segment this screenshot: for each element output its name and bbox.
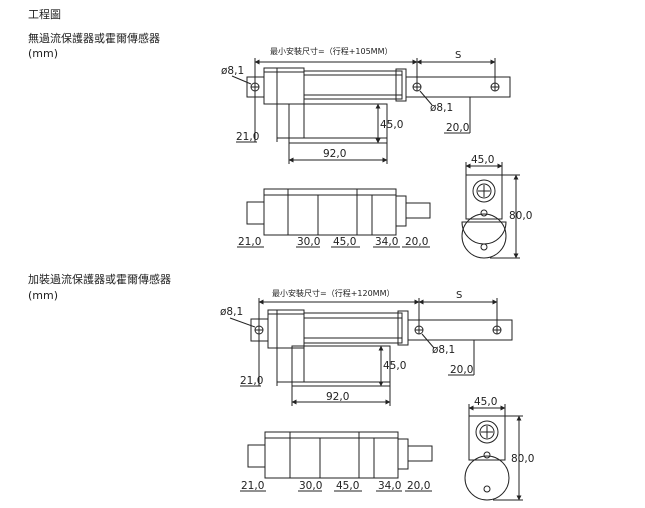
section1-end-80: 80,0 [509, 210, 532, 222]
section2-side-20: 20,0 [407, 480, 430, 492]
side-end-cap [246, 201, 265, 225]
section2-dim-45-height: 45,0 [383, 360, 406, 372]
end-motor-circle [464, 455, 510, 501]
end-square [465, 174, 503, 220]
section1-min-install-label: 最小安裝尺寸=（行程+105MM） [270, 46, 392, 56]
section1-heading: 無過流保護器或霍爾傳感器 [28, 32, 160, 45]
section2-dim-20-rod: 20,0 [450, 364, 473, 376]
page-title: 工程圖 [28, 8, 61, 21]
section1-unit: (mm) [28, 47, 59, 60]
section2-heading: 加裝過流保護器或霍爾傳感器 [28, 273, 171, 286]
section2-hole-right: ø8,1 [432, 344, 455, 356]
inner-rod [405, 76, 511, 98]
section2-dim-92: 92,0 [326, 391, 349, 403]
section2-side-30: 30,0 [299, 480, 322, 492]
section1-side-21: 21,0 [238, 236, 261, 248]
outer-tube [303, 70, 403, 100]
section2-end-80: 80,0 [511, 453, 534, 465]
gearbox-block [291, 345, 391, 387]
gearbox-block [288, 103, 388, 144]
section2-stroke-label: S [456, 290, 462, 301]
section1-end-view [461, 162, 520, 259]
section1-dim-92: 92,0 [323, 148, 346, 160]
section2-side-45: 45,0 [336, 480, 359, 492]
section1-dim-21: 21,0 [236, 131, 259, 143]
section1-dim-20-rod: 20,0 [446, 122, 469, 134]
section1-stroke-label: S [455, 50, 461, 61]
inner-rod [407, 319, 513, 341]
section1-hole-left: ø8,1 [221, 65, 244, 77]
section1-dim-45-height: 45,0 [380, 119, 403, 131]
side-rod [405, 202, 431, 219]
side-body [263, 188, 397, 236]
section2-min-install-label: 最小安裝尺寸=（行程+120MM） [272, 288, 394, 298]
section2-side-21: 21,0 [241, 480, 264, 492]
section1-end-45: 45,0 [471, 154, 494, 166]
motor-housing [263, 67, 305, 105]
section2-hole-left: ø8,1 [220, 306, 243, 318]
section1-side-30: 30,0 [297, 236, 320, 248]
outer-tube [303, 312, 403, 344]
section2-end-45: 45,0 [474, 396, 497, 408]
end-square [468, 415, 506, 461]
section1-side-34: 34,0 [375, 236, 398, 248]
section2-top-view [229, 298, 513, 406]
section1-side-view [237, 188, 431, 248]
section2-unit: (mm) [28, 289, 59, 302]
section1-side-45: 45,0 [333, 236, 356, 248]
end-motor-circle [461, 213, 507, 259]
section1-hole-right: ø8,1 [430, 102, 453, 114]
section2-end-view [464, 404, 523, 501]
side-end-cap [247, 444, 266, 468]
section1-side-20: 20,0 [405, 236, 428, 248]
motor-housing [267, 309, 305, 349]
side-rod [407, 445, 433, 462]
section2-side-view [240, 431, 433, 492]
section2-side-34: 34,0 [378, 480, 401, 492]
section1-top-view [231, 58, 511, 164]
side-body [264, 431, 399, 479]
section2-dim-21: 21,0 [240, 375, 263, 387]
